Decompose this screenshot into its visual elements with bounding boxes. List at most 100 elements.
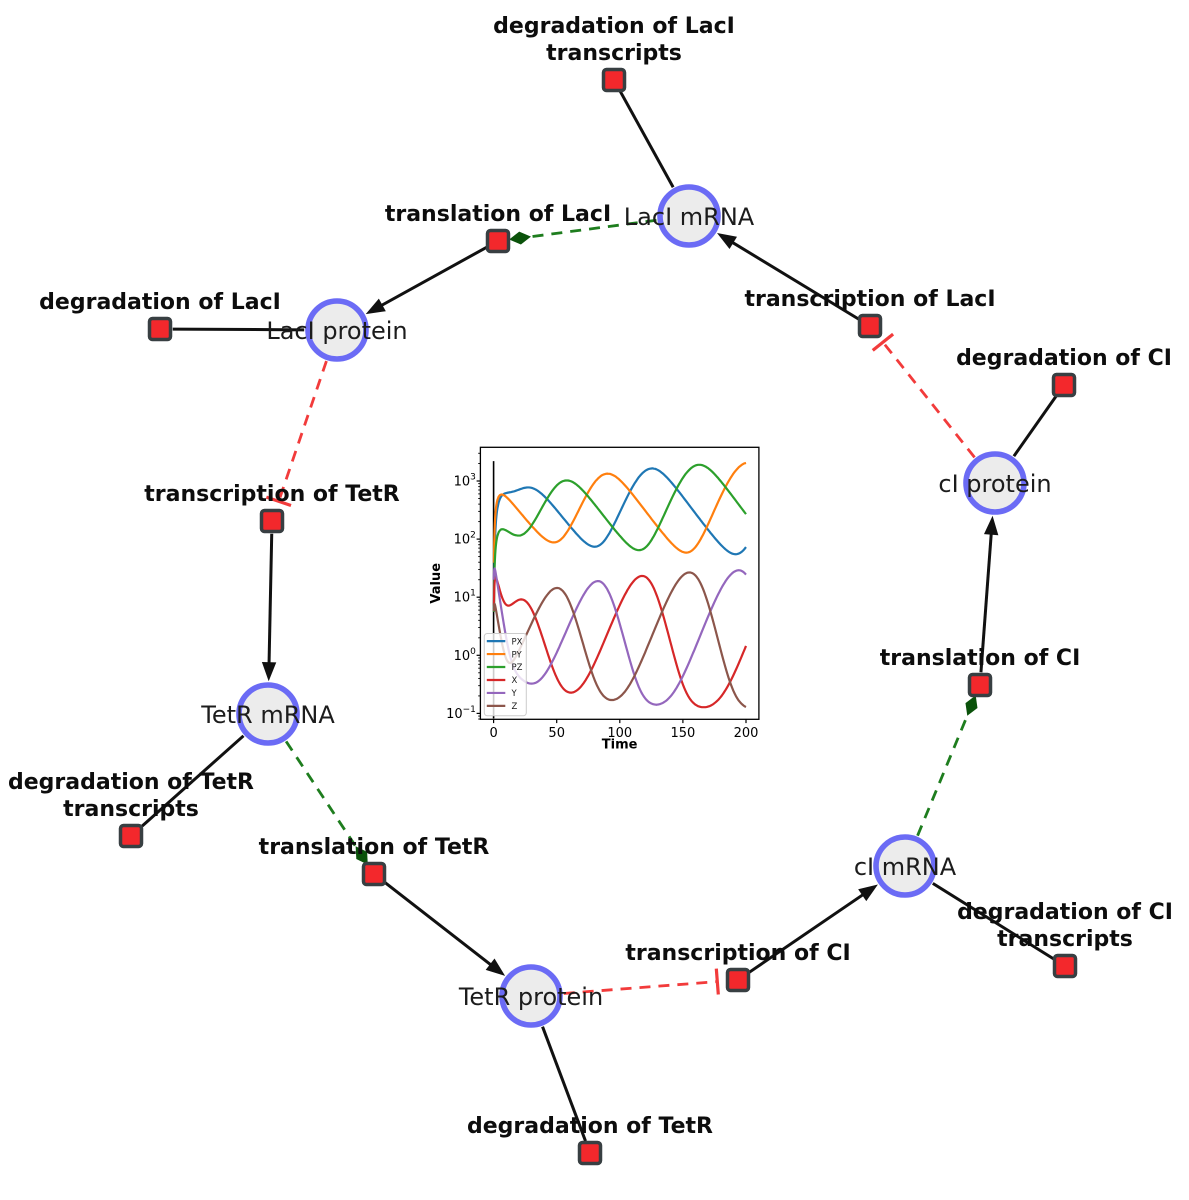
edge-modifier-tetr-mrna-to-tl-tetr	[284, 740, 357, 848]
reaction-label-degradation-of-laci: degradation of LacI	[39, 290, 281, 315]
reaction-label-translation-of-laci: translation of LacI	[385, 202, 611, 227]
reaction-label-degradation-of-ci-transcripts-line2: transcripts	[997, 927, 1133, 952]
edge-reactant-laci-mrna-to-deg-laci-tr	[618, 90, 675, 189]
reaction-label-degradation-of-ci-transcripts-line1: degradation of CI	[957, 900, 1173, 925]
legend-label-y: Y	[511, 689, 518, 699]
legend-label-z: Z	[512, 702, 518, 712]
legend-label-py: PY	[512, 650, 523, 660]
edge-product-tl-laci-to-laci-protein	[376, 245, 488, 310]
plot-legend: PX PY PZ XYZ	[483, 633, 527, 717]
species-label-laci-mrna: LacI mRNA	[624, 203, 755, 231]
curve-pz	[492, 463, 747, 612]
edge-product-tl-tetr-to-tetr-protein	[383, 880, 496, 970]
reaction-node-translation-of-tetr	[361, 861, 387, 887]
reaction-label-translation-of-tetr: translation of TetR	[259, 835, 490, 860]
edge-reactant-ci-protein-to-deg-ci	[1012, 394, 1058, 458]
reaction-node-degradation-of-laci	[147, 316, 173, 342]
modifier-diamond-icon	[509, 231, 531, 245]
edge-reactant-tetr-protein-to-deg-tetr	[541, 1026, 587, 1142]
edge-inhibition-ci-protein-to-tc-laci	[881, 341, 976, 459]
reaction-node-degradation-of-laci-transcripts	[601, 67, 627, 93]
edge-product-tc-ci-to-ci-mrna	[747, 890, 869, 975]
reaction-label-transcription-of-ci: transcription of CI	[625, 941, 850, 966]
curve-px	[492, 467, 747, 609]
arrowhead-icon	[365, 298, 386, 315]
reaction-node-degradation-of-ci	[1051, 372, 1077, 398]
edge-product-tc-laci-to-laci-mrna	[727, 238, 860, 321]
x-tick-label: 200	[734, 726, 759, 741]
edge-reactant-tetr-mrna-to-deg-tetr-tr	[139, 734, 245, 829]
edge-product-tc-tetr-to-tetr-mrna	[267, 533, 274, 669]
inhibition-bar-icon	[871, 332, 895, 352]
y-tick-label: 100	[454, 647, 477, 664]
reaction-label-degradation-of-tetr: degradation of TetR	[467, 1114, 713, 1139]
x-tick-label: 0	[489, 726, 497, 741]
curve-z	[492, 571, 747, 708]
x-tick-label: 100	[607, 726, 632, 741]
species-label-tetr-protein: TetR protein	[458, 983, 603, 1011]
x-axis-label: Time	[602, 737, 638, 752]
species-label-laci-protein: LacI protein	[266, 317, 407, 345]
species-node-ci-protein	[963, 451, 1027, 515]
reaction-node-transcription-of-laci	[857, 313, 883, 339]
reaction-label-degradation-of-ci: degradation of CI	[956, 346, 1172, 371]
y-tick-label: 102	[454, 531, 476, 548]
edge-inhibition-tetr-protein-to-tc-ci	[563, 980, 718, 995]
species-node-laci-mrna	[657, 184, 721, 248]
modifier-diamond-icon	[965, 695, 978, 716]
reaction-label-degradation-of-tetr-transcripts-line2: transcripts	[63, 797, 199, 822]
reaction-label-translation-of-ci: translation of CI	[880, 646, 1081, 671]
reaction-node-degradation-of-tetr-transcripts	[118, 823, 144, 849]
reaction-node-transcription-of-ci	[725, 967, 751, 993]
reaction-node-transcription-of-tetr	[259, 508, 285, 534]
y-tick-label: 101	[454, 589, 476, 606]
species-node-ci-mrna	[873, 834, 937, 898]
species-node-tetr-protein	[499, 964, 563, 1028]
reaction-label-transcription-of-laci: transcription of LacI	[744, 287, 995, 312]
reaction-label-degradation-of-tetr-transcripts-line1: degradation of TetR	[8, 770, 254, 795]
arrowhead-icon	[261, 662, 277, 682]
arrowhead-icon	[858, 884, 878, 902]
reaction-node-translation-of-ci	[967, 672, 993, 698]
reaction-node-degradation-of-tetr	[577, 1140, 603, 1166]
reaction-node-degradation-of-ci-transcripts	[1052, 953, 1078, 979]
inhibition-bar-icon	[714, 968, 720, 995]
species-label-ci-protein: cI protein	[938, 470, 1051, 498]
species-label-ci-mrna: cI mRNA	[854, 853, 957, 881]
reaction-label-degradation-of-laci-transcripts-line1: degradation of LacI	[493, 14, 735, 39]
plot-curves	[492, 461, 748, 719]
curve-y	[492, 567, 747, 706]
edge-reactant-ci-mrna-to-deg-ci-tr	[932, 882, 1055, 961]
y-axis-label: Value	[429, 563, 444, 604]
edge-inhibition-laci-protein-to-tc-tetr	[277, 360, 328, 502]
y-tick-label: 103	[454, 473, 476, 490]
legend-label-px: PX	[512, 637, 523, 647]
edge-product-tl-ci-to-ci-protein	[979, 528, 994, 673]
species-label-tetr-mrna: TetR mRNA	[200, 701, 335, 729]
arrowhead-icon	[717, 233, 738, 250]
arrowhead-icon	[485, 958, 506, 976]
edge-modifier-laci-mrna-to-tl-laci	[530, 218, 657, 239]
species-node-tetr-mrna	[236, 682, 300, 746]
species-node-laci-protein	[305, 298, 369, 362]
curve-x	[492, 574, 748, 709]
modifier-diamond-icon	[355, 846, 368, 865]
legend-label-x: X	[512, 676, 518, 686]
edge-reactant-laci-protein-to-deg-laci	[172, 327, 305, 332]
x-tick-label: 150	[670, 726, 695, 741]
edge-layer	[139, 90, 1058, 1142]
curve-py	[492, 461, 747, 563]
edge-modifier-ci-mrna-to-tl-ci	[916, 715, 969, 837]
inhibition-bar-icon	[265, 495, 292, 508]
y-tick-label: 10−1	[446, 705, 476, 722]
legend-label-pz: PZ	[512, 663, 523, 673]
reaction-node-translation-of-laci	[485, 228, 511, 254]
x-tick-label: 50	[548, 726, 565, 741]
node-layer	[118, 67, 1078, 1166]
reaction-label-degradation-of-laci-transcripts-line2: transcripts	[546, 41, 682, 66]
arrowhead-icon	[983, 515, 999, 536]
